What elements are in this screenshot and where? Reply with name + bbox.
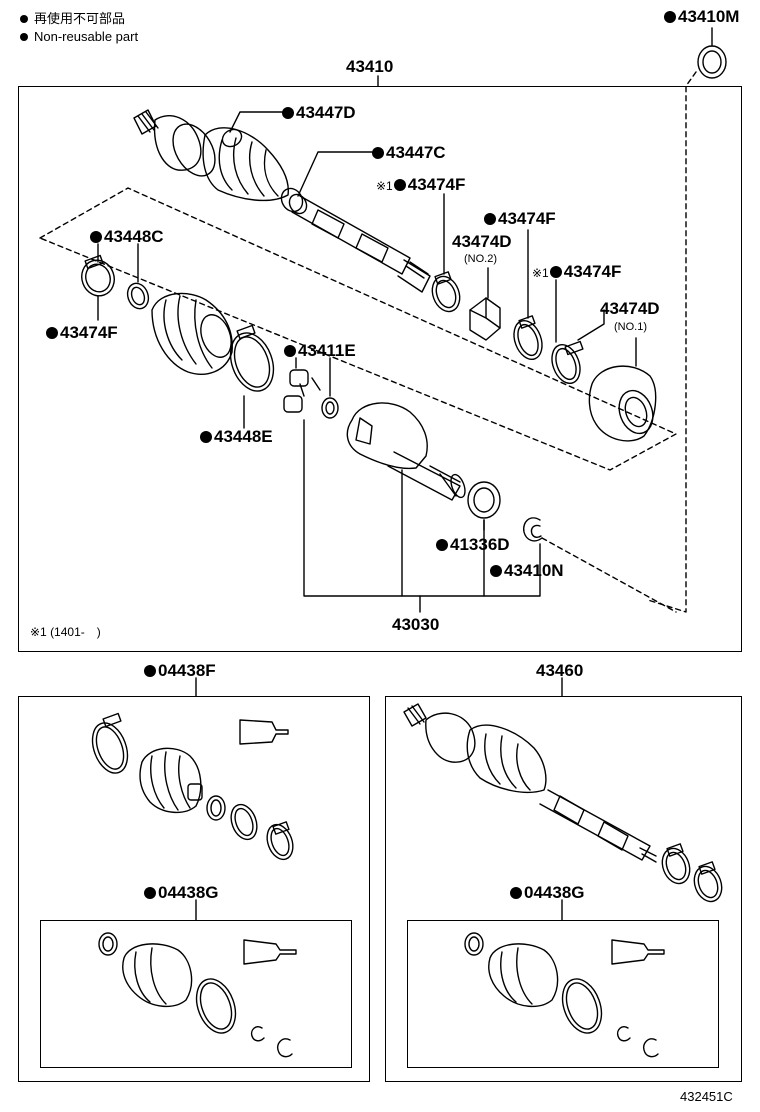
inner-boot [151, 292, 233, 375]
non-reusable-dot-icon [510, 887, 522, 899]
damper-43474D-no1 [588, 365, 657, 442]
kit-04438F-parts [91, 712, 294, 861]
kit-04438G-right-parts [464, 932, 665, 1058]
part-label-43474F-mid: 43474F [484, 210, 556, 227]
part-label-43474D-no2: 43474D [452, 232, 512, 251]
damper-43474D-no2 [469, 297, 501, 341]
seal-43410M [697, 45, 727, 79]
non-reusable-dot-icon [284, 345, 296, 357]
inner-joint-housing-43030 [346, 402, 466, 501]
kit-04438F-frame [18, 696, 370, 1082]
footnote: ※1 (1401- ) [30, 625, 101, 639]
tripod-43411E [283, 369, 339, 419]
non-reusable-dot-icon [46, 327, 58, 339]
non-reusable-dot-icon [90, 231, 102, 243]
part-label-43447C: 43447C [372, 144, 446, 161]
legend-non-reusable-en: Non-reusable part [20, 30, 138, 43]
band-clamp-43448C [81, 254, 115, 297]
part-label-43410M: 43410M [664, 8, 739, 25]
non-reusable-dot-icon [549, 266, 562, 278]
band-clamp-43474F-upper [431, 271, 461, 313]
non-reusable-dot-icon [664, 11, 676, 23]
band-clamp-43474F-right [551, 340, 584, 385]
part-label-43448C: 43448C [90, 228, 164, 245]
non-reusable-dot-icon [200, 431, 212, 443]
part-label-04438G-left: 04438G [144, 884, 219, 901]
part-label-43474F-left: 43474F [46, 324, 118, 341]
snap-ring-43410N [523, 517, 543, 542]
part-label-43030: 43030 [392, 615, 440, 634]
part-label-43410N: 43410N [490, 562, 564, 579]
part-label-43474D-no1: 43474D [600, 299, 660, 318]
non-reusable-dot-icon [393, 179, 406, 191]
non-reusable-dot-icon [484, 213, 496, 225]
assembly-43410-frame [18, 86, 742, 652]
non-reusable-dot-icon [490, 565, 502, 577]
band-clamp-43474F-mid [513, 315, 543, 361]
outer-shaft-drawing [133, 109, 431, 293]
non-reusable-dot-icon [144, 887, 156, 899]
legend-non-reusable-ja: 再使用不可部品 [20, 12, 125, 25]
non-reusable-dot-icon [282, 107, 294, 119]
part-label-41336D: 41336D [436, 536, 510, 553]
part-label-43410: 43410 [346, 57, 394, 76]
assembly-43460-parts [403, 703, 723, 903]
kit-04438G-right-frame [407, 920, 719, 1068]
band-clamp-43448E [229, 324, 275, 392]
oil-seal-41336D [467, 481, 501, 519]
part-label-43460: 43460 [536, 661, 584, 680]
non-reusable-dot-icon [144, 665, 156, 677]
part-label-43447D: 43447D [282, 104, 356, 121]
non-reusable-dot-icon [372, 147, 384, 159]
part-label-43411E: 43411E [284, 342, 356, 359]
part-label-43448E: 43448E [200, 428, 273, 445]
assembly-43460-frame [385, 696, 742, 1082]
bullet-icon [20, 15, 28, 23]
part-label-04438F: 04438F [144, 662, 216, 679]
part-note-no2: (NO.2) [464, 253, 497, 265]
bullet-icon [20, 33, 28, 41]
part-label-04438G-right: 04438G [510, 884, 585, 901]
part-note-no1: (NO.1) [614, 321, 647, 333]
diagram-id: 432451C [680, 1089, 733, 1104]
kit-04438G-left-parts [98, 932, 297, 1058]
non-reusable-dot-icon [436, 539, 448, 551]
